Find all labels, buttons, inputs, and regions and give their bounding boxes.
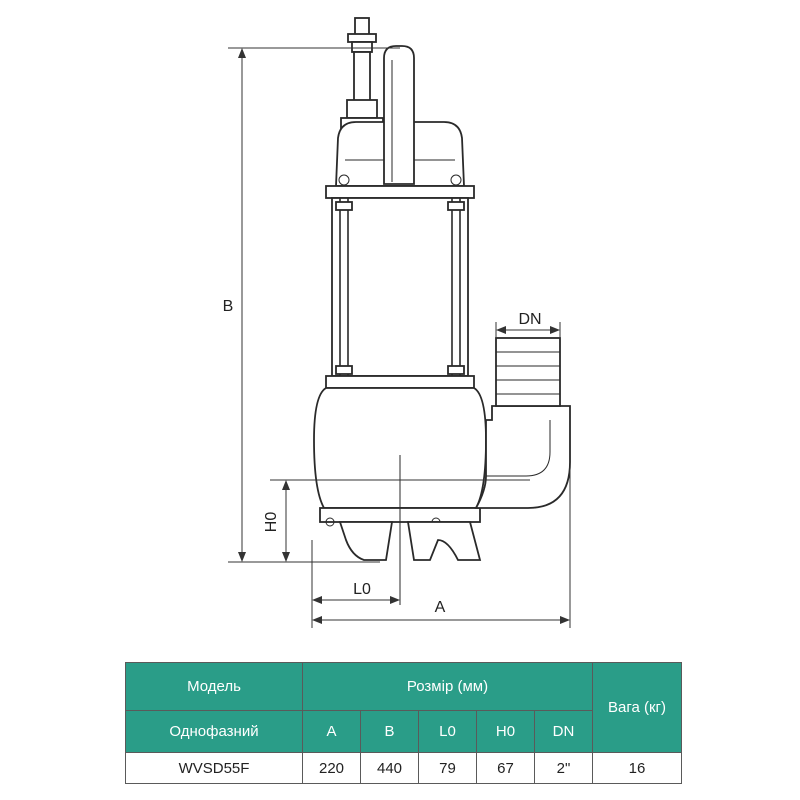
column-header-dn: DN	[534, 710, 593, 753]
header-model: Модель	[125, 662, 303, 711]
dimension-label-b: B	[223, 298, 234, 315]
column-header-b: B	[360, 710, 419, 753]
pump-dimension-drawing: B H0 DN L0 A	[223, 17, 571, 628]
pump-outline	[313, 17, 571, 561]
specification-table: Модель Розмір (мм) Вага (кг) Однофазний …	[125, 662, 682, 784]
dimension-a: A	[312, 470, 571, 628]
column-header-a: A	[302, 710, 361, 753]
cell-dn: 2"	[534, 752, 593, 784]
cell-a: 220	[302, 752, 361, 784]
dimension-label-dn: DN	[518, 311, 541, 328]
column-header-l0: L0	[418, 710, 477, 753]
cell-b: 440	[360, 752, 419, 784]
dimension-l0: L0	[311, 540, 400, 628]
dimension-label-h0: H0	[263, 512, 280, 533]
subheader-phase: Однофазний	[125, 710, 303, 753]
cell-h0: 67	[476, 752, 535, 784]
table-row: WVSD55F 220 440 79 67 2" 16	[125, 752, 682, 784]
header-size: Розмір (мм)	[302, 662, 593, 711]
column-header-h0: H0	[476, 710, 535, 753]
cell-model: WVSD55F	[125, 752, 303, 784]
dimension-h0: H0	[263, 479, 530, 562]
header-weight: Вага (кг)	[592, 662, 682, 753]
dimension-dn: DN	[495, 311, 561, 338]
cell-weight: 16	[592, 752, 682, 784]
cell-l0: 79	[418, 752, 477, 784]
dimension-label-a: A	[435, 599, 446, 616]
dimension-label-l0: L0	[353, 581, 371, 598]
dimension-b: B	[223, 47, 400, 563]
